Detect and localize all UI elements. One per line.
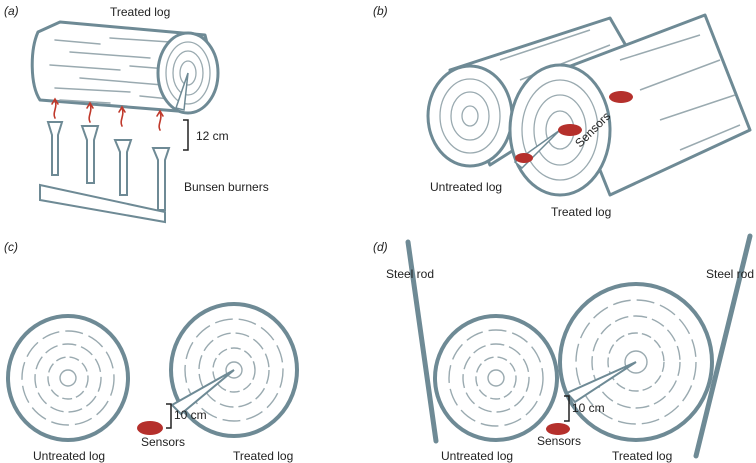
burner-3 (113, 139, 133, 196)
burner-manifold (39, 183, 166, 224)
panel-a-burners-label: Bunsen burners (184, 180, 269, 194)
panel-b-label: (b) (373, 4, 388, 18)
panel-c-distance-bracket (166, 403, 172, 429)
steel-rod-right (693, 233, 753, 459)
panel-b-sensor-middle (558, 124, 582, 136)
panel-d-sensor (546, 423, 570, 435)
panel-d-treated-log-label: Treated log (612, 449, 672, 463)
panel-c-treated-log-label: Treated log (233, 449, 293, 463)
flame-arrows (51, 97, 164, 131)
steel-rod-left-label: Steel rod (386, 267, 434, 281)
burner-1 (46, 121, 64, 176)
flame-arrow-head-4 (156, 109, 164, 117)
panel-a: (a) Treated log (4, 4, 269, 224)
flame-arrow-1 (53, 99, 57, 119)
panel-d: (d) Steel rod Steel rod 10 cm Sensors Un… (373, 233, 754, 463)
panel-d-untreated-log-label: Untreated log (441, 449, 513, 463)
panel-b-sensor-bottom (515, 153, 533, 163)
panel-c-treated-log (169, 302, 299, 438)
panel-a-label: (a) (4, 4, 19, 18)
burner-2 (80, 125, 100, 184)
bunsen-burners (39, 121, 171, 224)
burner-4 (151, 147, 171, 211)
panel-b-sensor-top (609, 91, 633, 103)
panel-d-label: (d) (373, 240, 388, 254)
panel-b-untreated-log-label: Untreated log (430, 180, 502, 194)
panel-a-treated-log-label: Treated log (110, 5, 170, 19)
panel-d-distance-label: 10 cm (572, 401, 605, 415)
panel-c-label: (c) (4, 240, 18, 254)
flame-arrow-head-1 (51, 97, 59, 105)
panel-c-untreated-log-label: Untreated log (33, 449, 105, 463)
panel-c-distance-label: 10 cm (174, 408, 207, 422)
flame-arrow-4 (158, 111, 162, 131)
flame-arrow-2 (88, 103, 92, 123)
panel-a-distance-bracket (183, 119, 189, 151)
panel-d-treated-log (558, 282, 714, 442)
panel-d-untreated-log (433, 314, 559, 442)
panel-c-sensors-label: Sensors (141, 435, 185, 449)
panel-d-sensors-label: Sensors (537, 434, 581, 448)
panel-c-untreated-log (6, 314, 130, 442)
panel-a-treated-log (30, 20, 220, 115)
panel-b: (b) Sensors Untreated log Treated log (373, 4, 752, 219)
panel-c: (c) 10 cm Sensors Untreated log Treated … (4, 240, 299, 463)
steel-rod-right-label: Steel rod (706, 267, 754, 281)
panel-c-sensor (137, 421, 163, 435)
flame-arrow-head-3 (118, 105, 126, 113)
panel-d-distance-bracket (564, 395, 570, 422)
panel-a-distance-label: 12 cm (196, 129, 229, 143)
flame-arrow-3 (120, 107, 124, 127)
flame-arrow-head-2 (86, 101, 94, 109)
panel-b-treated-log-label: Treated log (551, 205, 611, 219)
steel-rod-left (405, 239, 439, 444)
